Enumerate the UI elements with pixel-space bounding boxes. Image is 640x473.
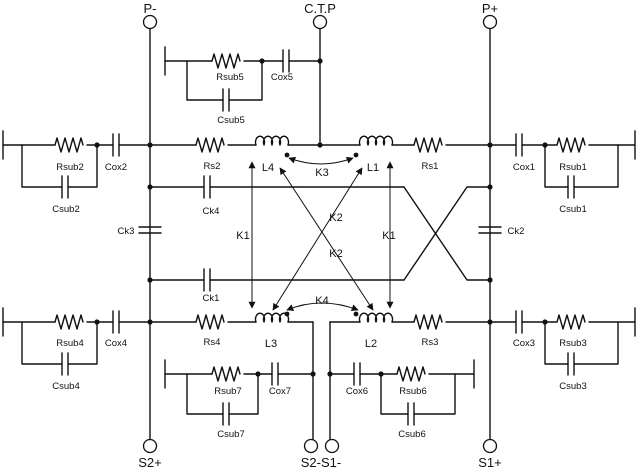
- rsub2-label: Rsub2: [56, 162, 83, 173]
- rsub6-resistor: [396, 366, 426, 382]
- rsub1-label: Rsub1: [559, 162, 586, 173]
- ck1-label: Ck1: [203, 293, 220, 304]
- terminal-s1-plus: S1+: [478, 438, 502, 470]
- l3-polarity-dot: [284, 311, 290, 317]
- s1-substrate-network: Cox6 Rsub6 Csub6: [327, 359, 475, 440]
- rs2-resistor: [195, 137, 225, 153]
- terminal-p-plus-label: P+: [482, 1, 498, 16]
- k2-bottom-label: K2: [329, 248, 342, 260]
- rs3-resistor: [413, 314, 443, 330]
- s2-substrate-network: Rsub7 Cox7 Csub7: [164, 359, 316, 440]
- rsub7-label: Rsub7: [214, 386, 241, 397]
- secondary-winding-lower: Rs4 L3 L2 Rs3: [149, 311, 493, 350]
- terminal-p-minus-label: P-: [144, 1, 157, 16]
- terminal-ctp: C.T.P: [304, 1, 336, 146]
- rs2-label: Rs2: [204, 161, 221, 172]
- cox6-label: Cox6: [346, 386, 368, 397]
- ck2-label: Ck2: [508, 226, 525, 237]
- csub4-label: Csub4: [52, 381, 79, 392]
- terminal-p-minus: P-: [142, 1, 158, 441]
- rsub4-label: Rsub4: [56, 338, 83, 349]
- l2-inductor: [358, 312, 394, 323]
- rs3-label: Rs3: [422, 337, 439, 348]
- l1-label: L1: [367, 162, 379, 174]
- cox7-label: Cox7: [269, 386, 291, 397]
- csub6-label: Csub6: [398, 429, 425, 440]
- rsub7-resistor: [211, 366, 241, 382]
- k4-arrow: [286, 302, 359, 312]
- left-lower-substrate-network: Rsub4 Cox4 Csub4: [2, 307, 153, 392]
- k4-label: K4: [315, 295, 328, 307]
- rs4-label: Rs4: [204, 337, 221, 348]
- csub1-label: Csub1: [559, 204, 586, 215]
- mutual-coupling-arrows: K1 K1 K2 K2 K4: [236, 156, 396, 312]
- k2-top-label: K2: [329, 212, 342, 224]
- l4-inductor: [254, 135, 290, 146]
- csub7-label: Csub7: [217, 429, 244, 440]
- rsub6-label: Rsub6: [399, 386, 426, 397]
- rsub4-resistor: [54, 314, 84, 330]
- rsub3-resistor: [556, 314, 586, 330]
- cox2-label: Cox2: [105, 162, 127, 173]
- l3-inductor: [254, 312, 290, 323]
- l2-label: L2: [365, 338, 377, 350]
- k2-arrow-a: [279, 167, 374, 311]
- l4-polarity-dot: [284, 152, 290, 158]
- right-lower-substrate-network: Cox3 Rsub3 Csub3: [489, 307, 636, 392]
- l3-label: L3: [265, 338, 277, 350]
- l1-polarity-dot: [353, 152, 359, 158]
- coupling-network: Ck4 Ck3 Ck2 Ck1: [118, 175, 525, 304]
- l1-inductor: [358, 135, 394, 146]
- rs1-label: Rs1: [422, 161, 439, 172]
- primary-winding-upper: Rs2 L4 K3 L1 Rs1: [149, 135, 493, 179]
- rs4-resistor: [195, 314, 225, 330]
- rsub2-resistor: [54, 137, 84, 153]
- rsub5-label: Rsub5: [216, 72, 243, 83]
- l2-polarity-dot: [353, 311, 359, 317]
- csub5-label: Csub5: [217, 115, 244, 126]
- left-upper-substrate-network: Rsub2 Cox2 Csub2: [2, 130, 153, 215]
- cox3-label: Cox3: [513, 338, 535, 349]
- right-upper-substrate-network: Cox1 Rsub1 Csub1: [489, 130, 636, 215]
- k3-arrow: [288, 156, 354, 165]
- terminal-s2-s1: S2-S1-: [301, 321, 341, 470]
- ck4-label: Ck4: [203, 206, 220, 217]
- k1-right-label: K1: [382, 230, 395, 242]
- ctp-substrate-network: Rsub5 Cox5 Csub5: [164, 46, 323, 126]
- k2-arrow-b: [272, 167, 363, 311]
- csub3-label: Csub3: [559, 381, 586, 392]
- terminal-s2-plus-label: S2+: [138, 455, 162, 470]
- terminal-s2-plus: S2+: [138, 438, 162, 470]
- ck3-label: Ck3: [118, 226, 135, 237]
- rs1-resistor: [413, 137, 443, 153]
- k3-label: K3: [315, 167, 328, 179]
- l4-label: L4: [262, 162, 274, 174]
- k1-left-label: K1: [236, 230, 249, 242]
- csub2-label: Csub2: [52, 204, 79, 215]
- terminal-p-plus: P+: [482, 1, 498, 441]
- terminal-ctp-label: C.T.P: [304, 1, 336, 16]
- cox1-label: Cox1: [513, 162, 535, 173]
- cox4-label: Cox4: [105, 338, 127, 349]
- rsub1-resistor: [556, 137, 586, 153]
- terminal-s2-s1-label: S2-S1-: [301, 455, 341, 470]
- terminal-s1-plus-label: S1+: [478, 455, 502, 470]
- rsub5-resistor: [211, 53, 241, 69]
- rsub3-label: Rsub3: [559, 338, 586, 349]
- cox5-label: Cox5: [271, 72, 293, 83]
